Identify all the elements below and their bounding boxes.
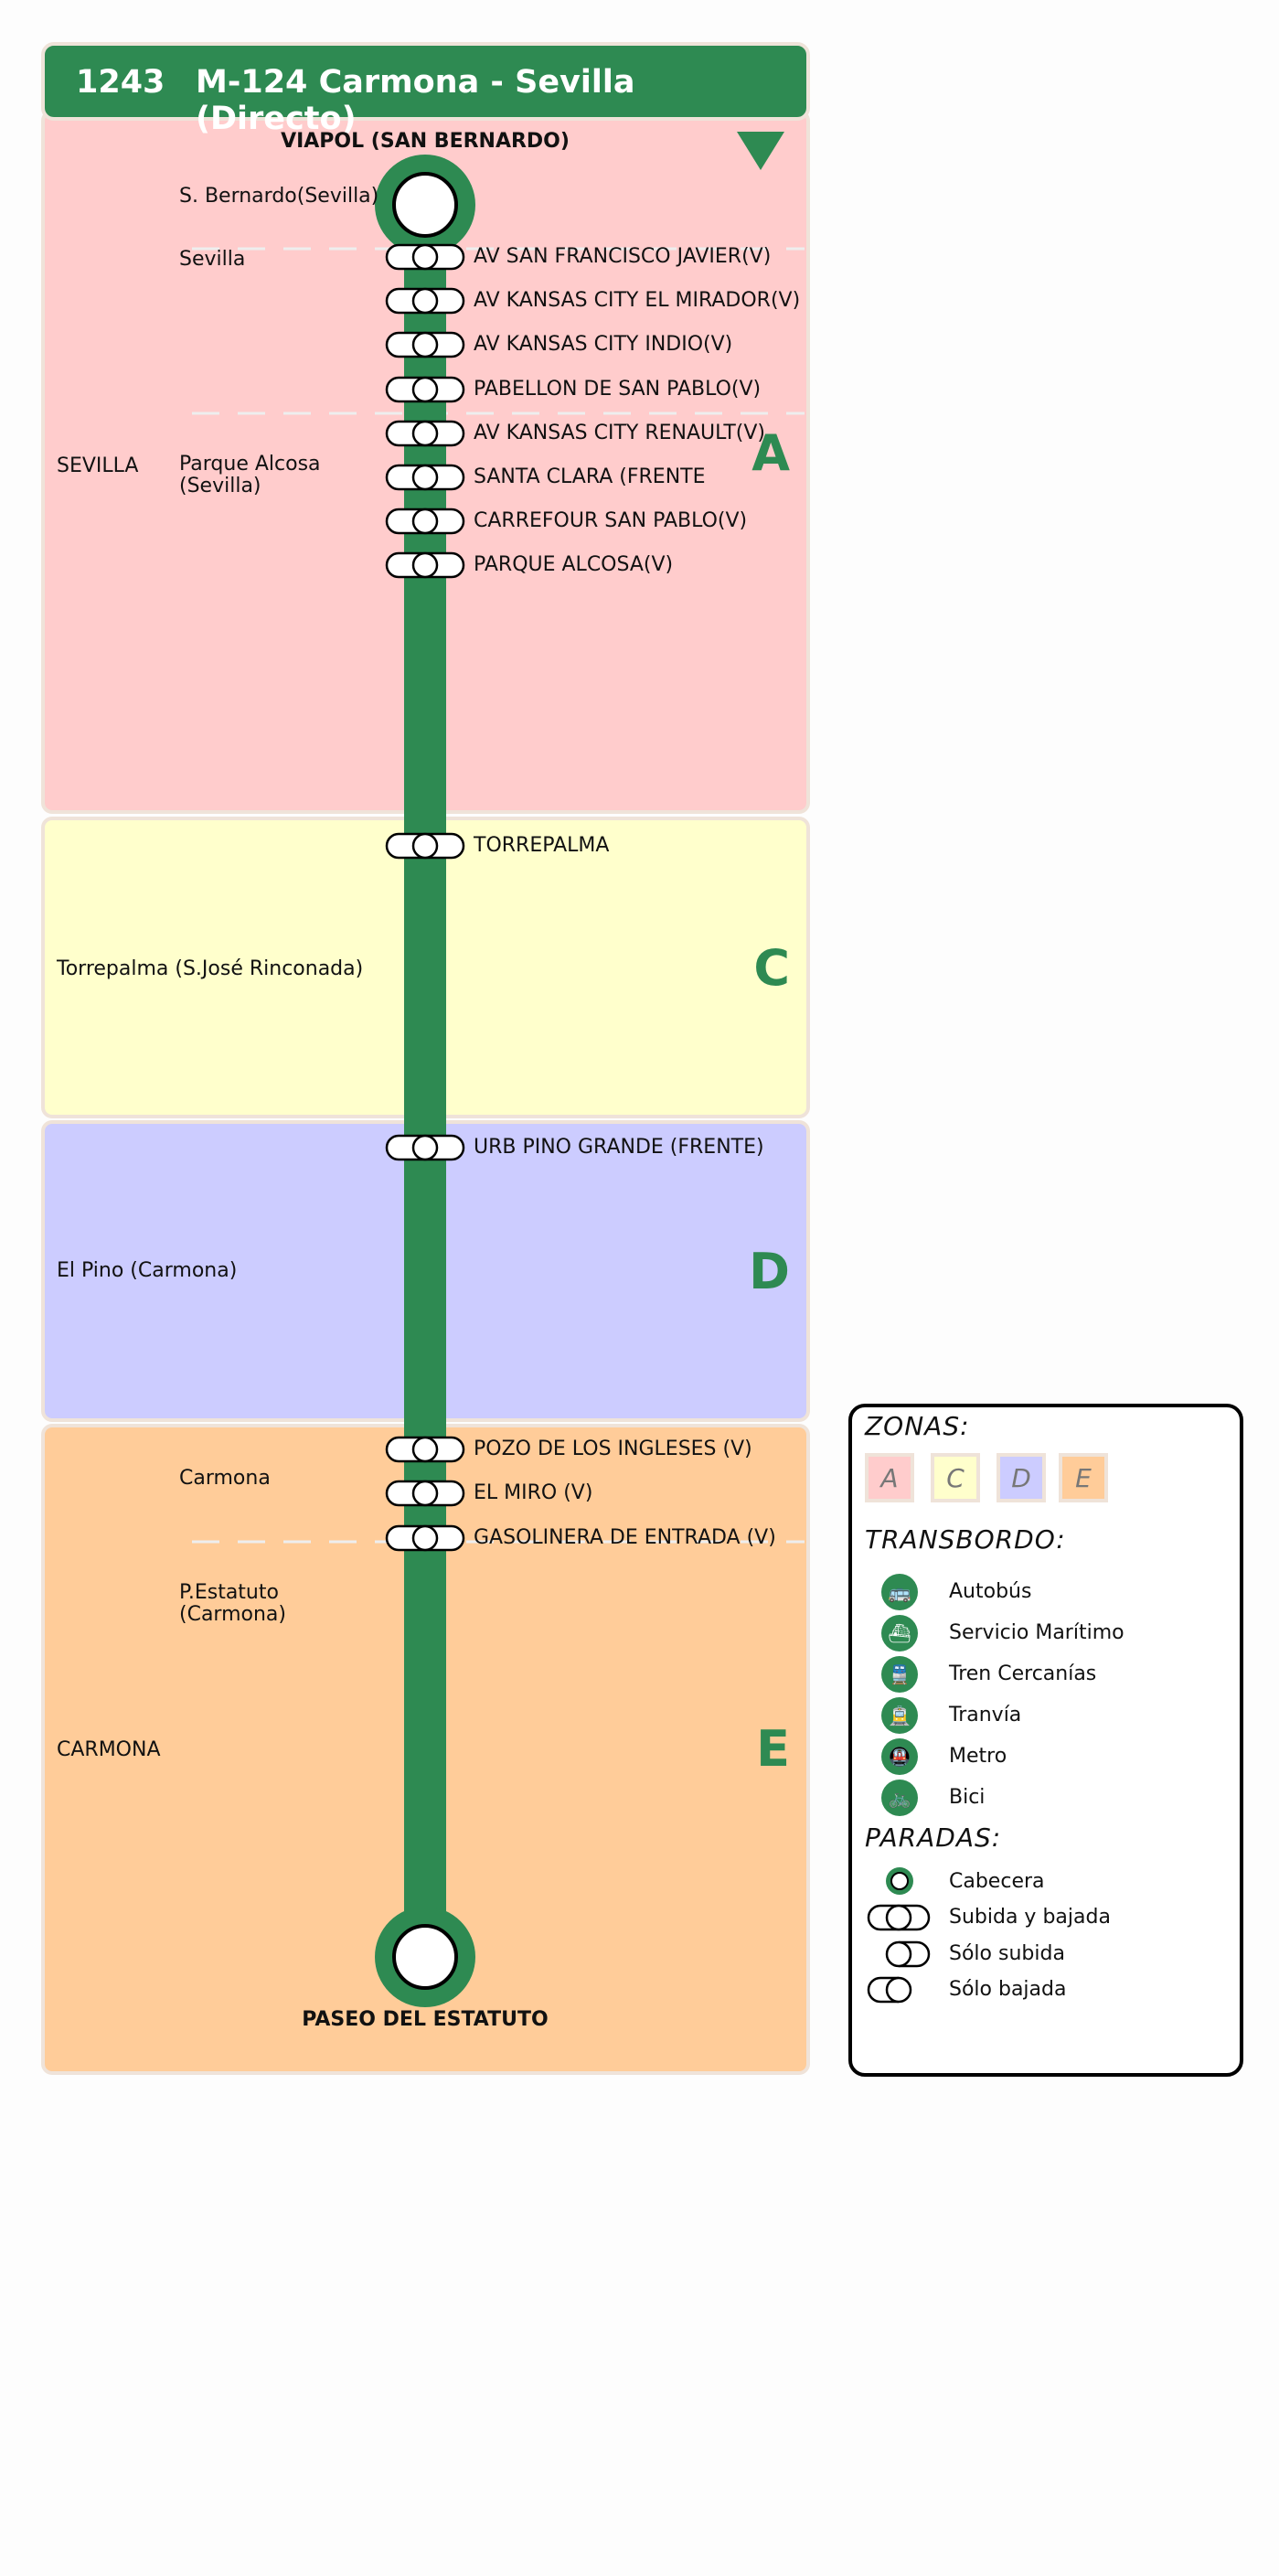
- stop-marker-icon: [411, 1524, 439, 1552]
- stop-marker-icon: [411, 376, 439, 403]
- line-name: M-124 Carmona - Sevilla (Directo): [196, 64, 635, 137]
- ferry-icon: ⛴: [881, 1615, 918, 1651]
- tram-icon: 🚊: [881, 1697, 918, 1734]
- locality-label: (Carmona): [179, 1603, 286, 1626]
- stop-label: PABELLON DE SAN PABLO(V): [474, 378, 762, 401]
- zone-letter: A: [751, 424, 790, 482]
- stop-label: GASOLINERA DE ENTRADA (V): [474, 1526, 776, 1549]
- legend-parada-label: Cabecera: [949, 1870, 1045, 1893]
- stop-marker-icon: [411, 551, 439, 579]
- legend-transbordo-label: Tranvía: [949, 1704, 1022, 1726]
- legend-transbordo-label: Servicio Marítimo: [949, 1621, 1124, 1644]
- stop-marker-icon: [411, 464, 439, 491]
- locality-label: El Pino (Carmona): [57, 1259, 238, 1282]
- stop-marker-icon: [411, 243, 439, 271]
- line-code: 1243: [76, 64, 165, 101]
- locality-label: S. Bernardo(Sevilla): [179, 185, 379, 208]
- zone-letter: D: [749, 1243, 790, 1300]
- terminal-end-label: PASEO DEL ESTATUTO: [302, 2008, 549, 2031]
- line-title-bar: 1243 M-124 Carmona - Sevilla (Directo): [41, 42, 810, 137]
- stop-marker-icon: [411, 832, 439, 860]
- stop-label: SANTA CLARA (FRENTE: [474, 465, 706, 488]
- locality-label: Sevilla: [179, 248, 246, 271]
- stop-label: POZO DE LOS INGLESES (V): [474, 1438, 752, 1460]
- legend-parada-label: Subida y bajada: [949, 1906, 1111, 1929]
- bike-icon: 🚲: [881, 1780, 918, 1816]
- legend-zone-c: C: [931, 1453, 980, 1502]
- stop-marker-icon: [411, 287, 439, 315]
- locality-label: (Sevilla): [179, 475, 261, 497]
- legend-zone-d: D: [997, 1453, 1046, 1502]
- stop-label: AV KANSAS CITY INDIO(V): [474, 333, 733, 356]
- stop-label: AV KANSAS CITY RENAULT(V): [474, 422, 766, 444]
- stops-group: [385, 243, 465, 1552]
- stop-marker-icon: [411, 1480, 439, 1507]
- train-icon: 🚆: [881, 1656, 918, 1693]
- stop-label: EL MIRO (V): [474, 1481, 593, 1504]
- direction-arrow-icon: [737, 132, 784, 170]
- terminal-start-label: VIAPOL (SAN BERNARDO): [281, 130, 570, 153]
- municipality-label: SEVILLA: [57, 454, 139, 477]
- locality-label: P.Estatuto: [179, 1581, 279, 1604]
- stop-label: TORREPALMA: [474, 834, 610, 857]
- legend-zonas-title: ZONAS:: [865, 1411, 970, 1441]
- stop-marker-icon: [411, 420, 439, 447]
- zone-letter: C: [753, 939, 790, 997]
- legend-transbordo-label: Metro: [949, 1745, 1007, 1768]
- legend-parada-label: Sólo bajada: [949, 1978, 1067, 2001]
- legend-zone-e: E: [1059, 1453, 1108, 1502]
- stop-marker-icon: [411, 508, 439, 535]
- stop-marker-icon: [411, 1134, 439, 1161]
- stop-marker-icon: [411, 331, 439, 358]
- stop-label: URB PINO GRANDE (FRENTE): [474, 1136, 764, 1159]
- legend-parada-label: Sólo subida: [949, 1942, 1065, 1965]
- legend-transbordo-label: Tren Cercanías: [949, 1662, 1097, 1685]
- legend-zone-a: A: [865, 1453, 914, 1502]
- legend-panel: ZONAS: A C D E TRANSBORDO: 🚌 Autobús ⛴ S…: [848, 1404, 1243, 2077]
- bus-icon: 🚌: [881, 1574, 918, 1610]
- legend-paradas-title: PARADAS:: [865, 1822, 1002, 1853]
- stop-label: AV KANSAS CITY EL MIRADOR(V): [474, 289, 801, 312]
- stop-label: AV SAN FRANCISCO JAVIER(V): [474, 245, 772, 268]
- municipality-label: CARMONA: [57, 1738, 161, 1761]
- stop-label: CARREFOUR SAN PABLO(V): [474, 509, 748, 532]
- legend-transbordo-label: Bici: [949, 1786, 986, 1809]
- route-line: [404, 205, 446, 1957]
- stop-label: PARQUE ALCOSA(V): [474, 553, 674, 576]
- stop-marker-icon: [411, 1436, 439, 1463]
- metro-icon: 🚇: [881, 1738, 918, 1775]
- legend-stop-symbols: [867, 1867, 931, 2004]
- route-diagram: [192, 132, 805, 2007]
- locality-label: Torrepalma (S.José Rinconada): [57, 957, 364, 980]
- zone-letter: E: [756, 1720, 790, 1778]
- locality-label: Parque Alcosa: [179, 453, 321, 476]
- legend-transbordo-label: Autobús: [949, 1580, 1032, 1603]
- legend-transbordo-title: TRANSBORDO:: [865, 1524, 1066, 1555]
- locality-label: Carmona: [179, 1467, 271, 1490]
